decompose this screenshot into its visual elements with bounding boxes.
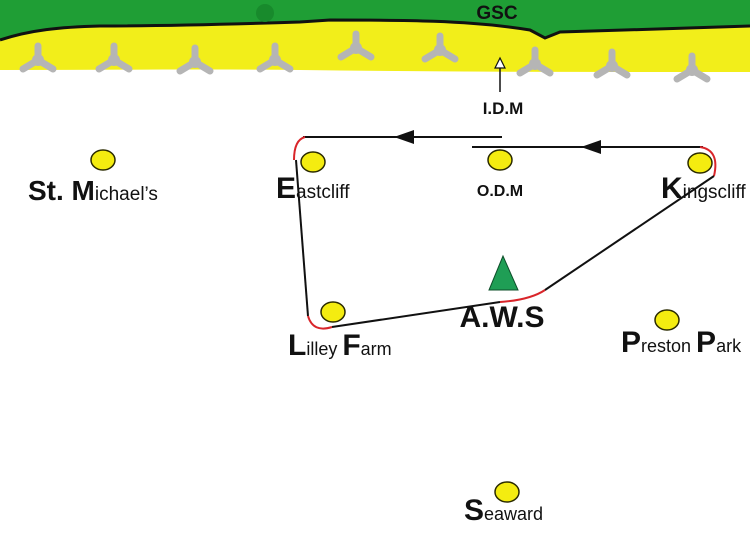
farm-initial: F — [342, 329, 360, 362]
route-corner-aws — [499, 289, 546, 303]
rock-2 — [176, 44, 214, 75]
route-bottom-segment — [331, 301, 501, 328]
odm-rest: O.D.M — [477, 183, 523, 200]
lilley-initial: L — [288, 329, 306, 362]
rock-8 — [673, 52, 711, 83]
eastcliff-rest: astcliff — [296, 182, 350, 203]
station-node-lilley-farm — [320, 301, 346, 323]
eastcliff-initial: E — [276, 172, 296, 205]
station-node-eastcliff — [300, 151, 326, 173]
rock-3 — [256, 42, 294, 73]
preston-initial: P — [621, 326, 641, 359]
station-node-kingscliff — [687, 152, 713, 174]
route-corner-eastcliff — [293, 136, 306, 161]
station-node-odm — [487, 149, 513, 171]
st-michaels-initial: St. M — [28, 175, 95, 206]
seaward-rest: eaward — [484, 504, 543, 524]
farm-rest: arm — [361, 339, 392, 359]
st-michaels-rest: ichael’s — [95, 184, 158, 205]
idm-arrow-head-icon — [494, 56, 506, 69]
land-marker-dot — [256, 4, 274, 22]
station-node-seaward — [494, 481, 520, 503]
breakwater-rocks — [19, 30, 711, 83]
station-label-kingscliff: Kingscliff — [661, 172, 746, 205]
station-node-st-michaels — [90, 149, 116, 171]
route-diagonal-segment — [544, 175, 715, 291]
route-left-segment — [295, 159, 309, 317]
station-label-seaward: Seaward — [464, 494, 543, 527]
park-rest: ark — [716, 336, 742, 356]
aws-marker-icon — [488, 254, 519, 291]
idm-label: I.D.M — [483, 99, 524, 118]
coastline — [0, 18, 750, 42]
seaward-initial: S — [464, 494, 484, 527]
station-label-lilley-farm: Lilley Farm — [288, 329, 392, 362]
station-label-eastcliff: Eastcliff — [276, 172, 350, 205]
rock-0 — [19, 42, 57, 73]
station-label-preston-park: Preston Park — [621, 326, 742, 359]
rock-4 — [337, 30, 375, 61]
route-corner-lilley — [307, 315, 333, 330]
station-label-odm: O.D.M — [477, 183, 523, 200]
kingscliff-rest: ingscliff — [683, 182, 747, 203]
route-corner-kingscliff — [699, 146, 717, 177]
station-label-st-michaels: St. Michael’s — [28, 175, 158, 206]
aws-label: A.W.S — [459, 301, 544, 334]
rock-1 — [95, 42, 133, 73]
rock-6 — [516, 46, 554, 77]
park-initial: P — [696, 326, 716, 359]
rock-5 — [421, 32, 459, 63]
route — [293, 130, 717, 330]
station-nodes — [90, 149, 713, 503]
lilley-rest: illey — [306, 339, 342, 359]
station-node-preston-park — [654, 309, 680, 331]
kingscliff-initial: K — [661, 172, 683, 205]
preston-rest: reston — [641, 336, 696, 356]
route-arrow-right-icon — [581, 140, 601, 154]
rock-7 — [593, 48, 631, 79]
landmass-label: GSC — [476, 3, 517, 24]
route-arrow-left-icon — [394, 130, 414, 144]
